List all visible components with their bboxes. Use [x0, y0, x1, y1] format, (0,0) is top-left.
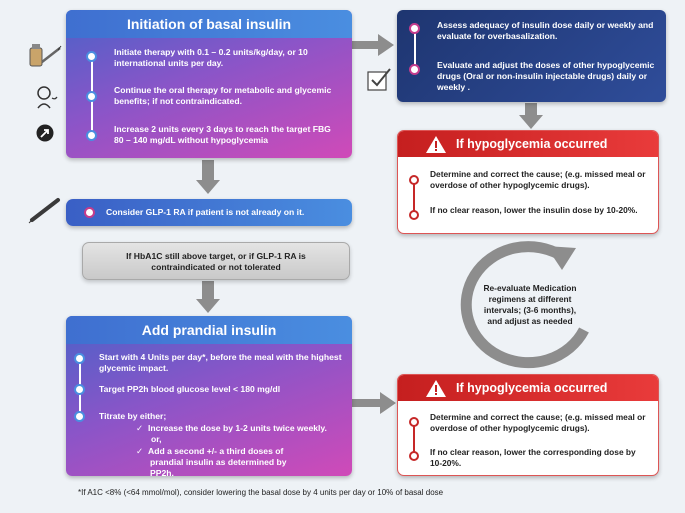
arrow-down-2	[196, 281, 220, 313]
timeline-dot	[74, 353, 85, 364]
reevaluate-cycle-arrow	[460, 241, 589, 369]
alert-step-2: If no clear reason, lower the insulin do…	[430, 205, 638, 215]
reevaluate-text: Re-evaluate Medication regimens at diffe…	[483, 283, 577, 326]
prandial-sub-1-text: Increase the dose by 1-2 units twice wee…	[147, 423, 327, 433]
timeline-dot	[86, 91, 97, 102]
basal-insulin-title: Initiation of basal insulin	[66, 10, 352, 38]
prandial-sub-1: ✓ Increase the dose by 1-2 units twice w…	[136, 423, 342, 434]
assess-step-2: Evaluate and adjust the doses of other h…	[437, 60, 655, 92]
timeline-dot	[409, 175, 419, 185]
timeline-dot	[409, 23, 420, 34]
hba1c-text: If HbA1C still above target, or if GLP-1…	[126, 251, 306, 272]
prandial-step-1: Start with 4 Units per day*, before the …	[99, 352, 342, 373]
check-mark-icon: ✓	[136, 423, 148, 433]
basal-insulin-panel: Initiation of basal insulin Initiate the…	[66, 10, 352, 158]
checkbox-icon	[367, 68, 391, 91]
hba1c-condition-box: If HbA1C still above target, or if GLP-1…	[82, 242, 350, 280]
trend-arrow-icon	[36, 124, 54, 142]
person-thinking-icon	[37, 86, 58, 109]
assess-step-1: Assess adequacy of insulin dose daily or…	[437, 20, 654, 41]
basal-step-2: Continue the oral therapy for metabolic …	[114, 85, 332, 106]
alert-step-2: If no clear reason, lower the correspond…	[430, 447, 636, 468]
arrow-down-right	[519, 103, 543, 129]
arrow-right-bottom	[352, 392, 396, 414]
timeline-dot	[409, 451, 419, 461]
hypoglycemia-alert-1: If hypoglycemia occurred Determine and c…	[397, 130, 659, 234]
alert-header: If hypoglycemia occurred	[398, 375, 658, 401]
assess-panel: Assess adequacy of insulin dose daily or…	[397, 10, 666, 102]
timeline-dot	[409, 64, 420, 75]
alert-timeline	[413, 423, 415, 457]
vial-syringe-icon	[29, 44, 62, 67]
prandial-step-3: Titrate by either;	[99, 411, 167, 421]
warning-icon	[426, 379, 446, 397]
timeline-dot	[74, 411, 85, 422]
timeline-dot	[86, 130, 97, 141]
glp1-consider-box: Consider GLP-1 RA if patient is not alre…	[66, 199, 352, 226]
alert-header: If hypoglycemia occurred	[398, 131, 658, 157]
prandial-sub-2: ✓ Add a second +/- a third doses of pran…	[136, 446, 312, 476]
timeline-dot	[86, 51, 97, 62]
basal-step-3: Increase 2 units every 3 days to reach t…	[114, 124, 331, 145]
footnote: *If A1C <8% (<64 mmol/mol), consider low…	[78, 488, 444, 497]
warning-icon	[426, 135, 446, 153]
glp1-text: Consider GLP-1 RA if patient is not alre…	[106, 207, 305, 217]
hypoglycemia-alert-2: If hypoglycemia occurred Determine and c…	[397, 374, 659, 476]
prandial-insulin-panel: Add prandial insulin Start with 4 Units …	[66, 316, 352, 476]
alert-step-1: Determine and correct the cause; (e.g. m…	[430, 412, 646, 433]
timeline-dot	[409, 210, 419, 220]
assess-timeline	[414, 28, 416, 68]
prandial-step-2: Target PP2h blood glucose level < 180 mg…	[99, 384, 281, 394]
check-mark-icon: ✓	[136, 446, 148, 456]
timeline-dot	[409, 417, 419, 427]
alert-title: If hypoglycemia occurred	[456, 137, 608, 151]
alert-timeline	[413, 181, 415, 215]
timeline-dot	[74, 384, 85, 395]
pen-injector-icon	[28, 198, 60, 224]
alert-title: If hypoglycemia occurred	[456, 381, 608, 395]
timeline-dot	[84, 207, 95, 218]
prandial-sub-2-text: Add a second +/- a third doses of prandi…	[147, 446, 287, 476]
arrow-right-top	[352, 34, 394, 56]
alert-step-1: Determine and correct the cause; (e.g. m…	[430, 169, 646, 190]
prandial-or: or,	[151, 434, 162, 444]
arrow-down-1	[196, 160, 220, 194]
prandial-insulin-title: Add prandial insulin	[66, 316, 352, 344]
basal-step-1: Initiate therapy with 0.1 – 0.2 units/kg…	[114, 47, 308, 68]
